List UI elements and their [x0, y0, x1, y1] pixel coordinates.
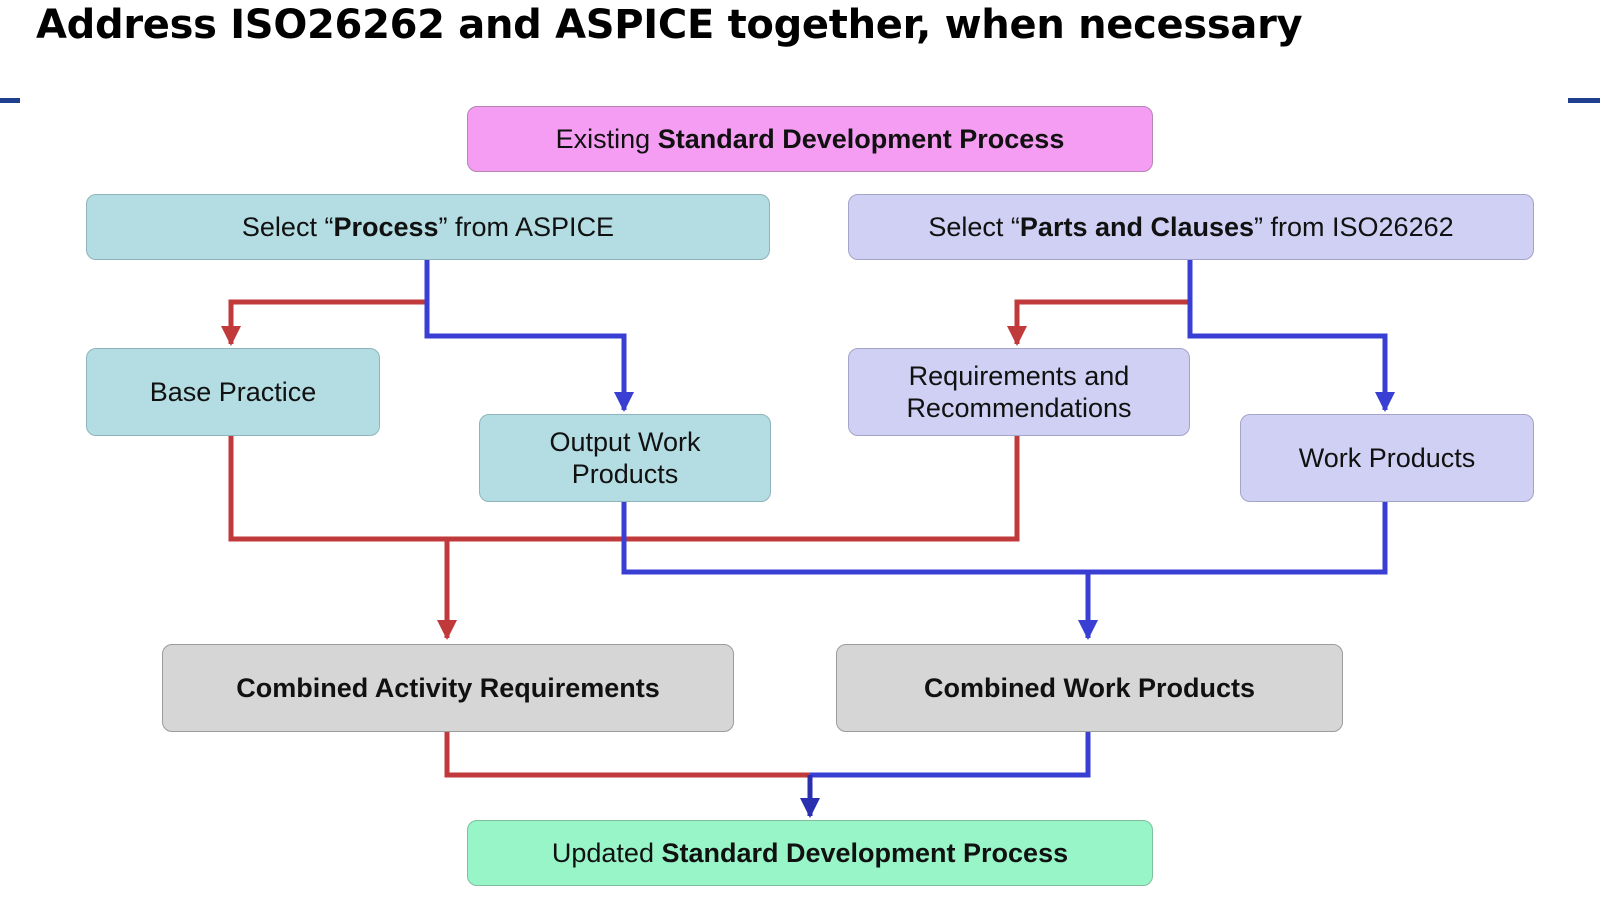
accent-bar-right	[1568, 98, 1600, 103]
page-title: Address ISO26262 and ASPICE together, wh…	[36, 2, 1303, 48]
line-combined-activity-down	[444, 732, 810, 778]
accent-bar-left	[0, 98, 20, 103]
combined-activity-box: Combined Activity Requirements	[162, 644, 734, 732]
base-practice-box: Base Practice	[86, 348, 380, 436]
arrow-iso-to-work-products	[1187, 258, 1395, 412]
arrow-aspice-to-output-work-products	[424, 258, 634, 412]
aspice-process-box: Select “Process” from ASPICE	[86, 194, 770, 260]
line-work-products-merge	[621, 502, 1388, 575]
existing-process-box: Existing Standard Development Process	[467, 106, 1153, 172]
updated-process-box: Updated Standard Development Process	[467, 820, 1153, 886]
arrow-iso-to-requirements	[1007, 258, 1193, 346]
iso-parts-box: Select “Parts and Clauses” from ISO26262	[848, 194, 1534, 260]
line-combined-work-down	[810, 732, 1091, 778]
work-products-box: Work Products	[1240, 414, 1534, 502]
arrow-aspice-to-base-practice	[221, 258, 430, 346]
combined-work-products-box: Combined Work Products	[836, 644, 1343, 732]
